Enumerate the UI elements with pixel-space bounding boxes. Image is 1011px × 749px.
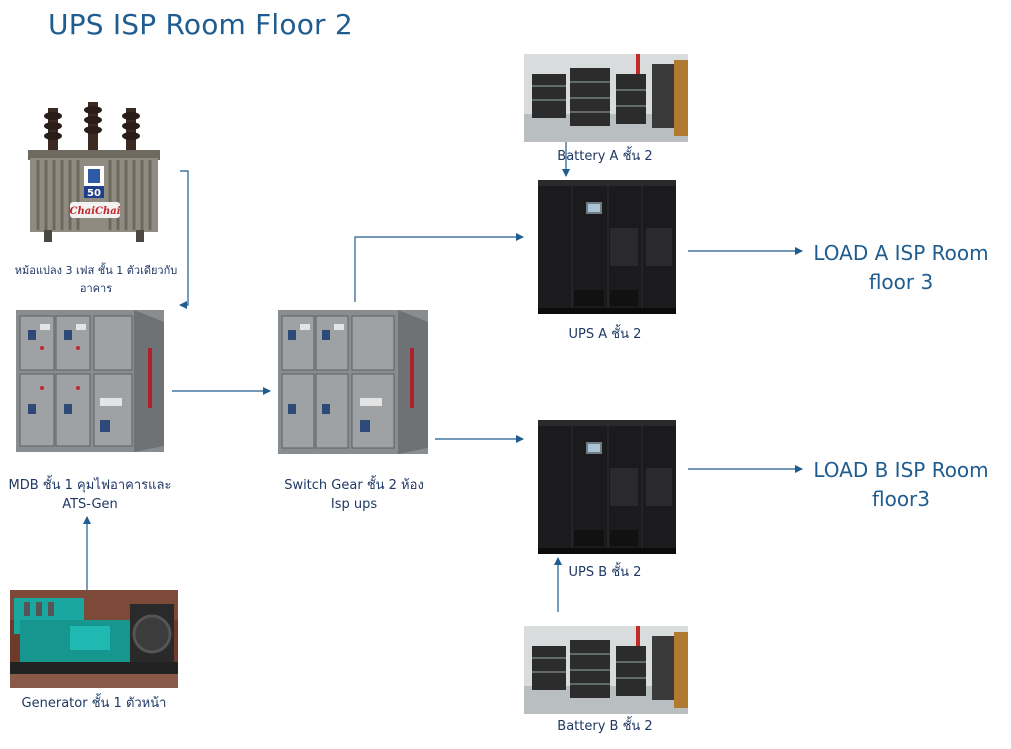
transformer-label: หม้อแปลง 3 เฟส ชั้น 1 ตัวเดียวกับอาคาร (14, 264, 178, 295)
switchgear-cabinet-image (278, 310, 428, 454)
load-a-line1: LOAD A ISP Room (813, 241, 989, 265)
load-b-line1: LOAD B ISP Room (813, 458, 989, 482)
mdb-label-line2: ATS-Gen (62, 497, 118, 512)
arrow-transformer-to-mdb (179, 170, 189, 309)
battery-b-label: Battery B ชั้น 2 (557, 719, 653, 734)
mdb-label: MDB ชั้น 1 คุมไฟอาคารและ ATS-Gen (6, 476, 174, 514)
switchgear-label: Switch Gear ชั้น 2 ห้อง Isp ups (270, 476, 438, 514)
load-b-label: LOAD B ISP Room floor3 (806, 456, 996, 514)
ups-b-label: UPS B ชั้น 2 (568, 565, 642, 580)
transformer-badge: 50 (87, 188, 101, 199)
load-a-line2: floor 3 (868, 270, 934, 294)
battery-b-image (524, 626, 688, 714)
switchgear-label-line1: Switch Gear ชั้น 2 ห้อง (284, 478, 424, 493)
transformer-brand: ChaiChai (69, 206, 120, 217)
switchgear-label-line2: Isp ups (330, 497, 378, 512)
ups-b-image (538, 420, 676, 554)
load-a-label: LOAD A ISP Room floor 3 (806, 239, 996, 297)
mdb-cabinet-image (16, 310, 164, 452)
load-b-line2: floor3 (871, 487, 931, 511)
generator-label: Generator ชั้น 1 ตัวหน้า (21, 696, 167, 711)
page-title: UPS ISP Room Floor 2 (48, 8, 353, 41)
mdb-label-line1: MDB ชั้น 1 คุมไฟอาคารและ (8, 478, 172, 493)
arrow-switchgear-to-ups-a (354, 233, 524, 302)
ups-a-label: UPS A ชั้น 2 (568, 327, 642, 342)
ups-a-image (538, 180, 676, 314)
transformer-image: 50 ChaiChai (28, 102, 160, 242)
battery-a-image (524, 54, 688, 142)
battery-a-label: Battery A ชั้น 2 (557, 149, 653, 164)
generator-image (10, 590, 178, 688)
